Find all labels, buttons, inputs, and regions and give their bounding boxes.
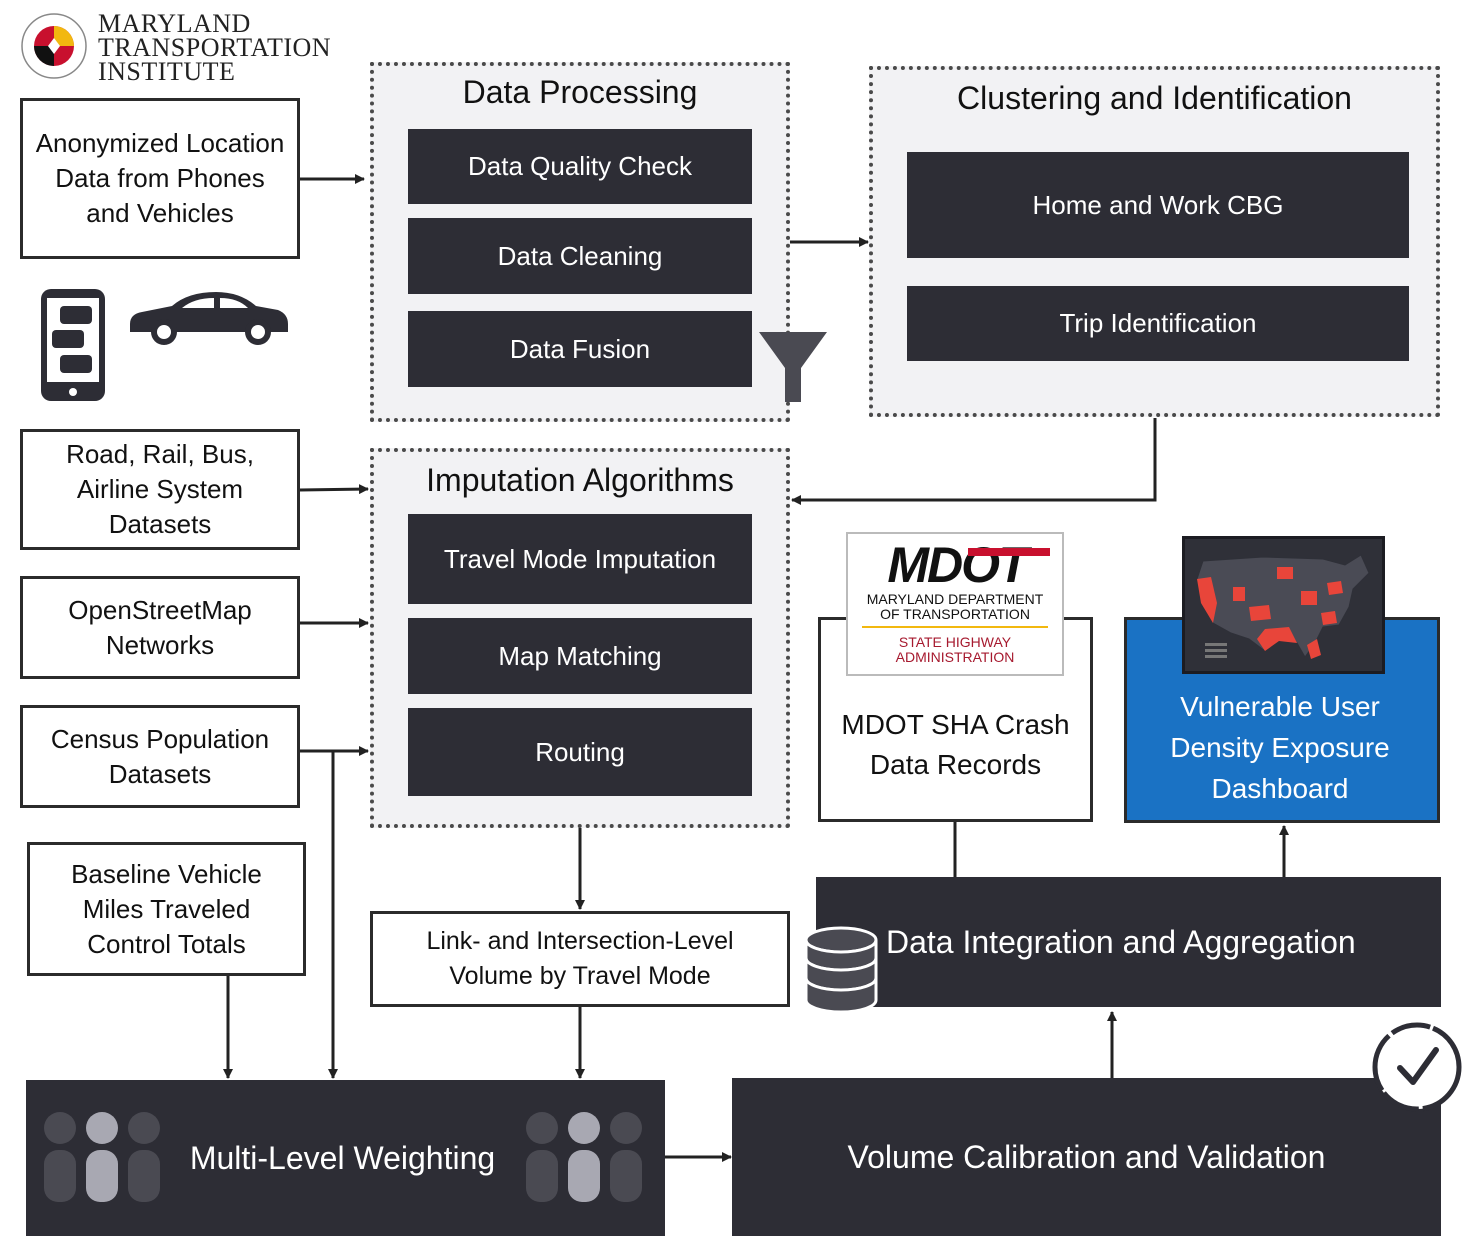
map-matching-label: Map Matching bbox=[498, 640, 662, 671]
logo-line-3: INSTITUTE bbox=[98, 57, 236, 86]
arrow-roadrail-to-imputation bbox=[299, 484, 369, 495]
location-data-box: Anonymized Location Data from Phones and… bbox=[20, 98, 300, 259]
mdot-logo-line-4: ADMINISTRATION bbox=[895, 649, 1015, 665]
phone-icon bbox=[41, 289, 105, 401]
data-cleaning-label: Data Cleaning bbox=[497, 240, 663, 271]
travel-mode-imputation-label: Travel Mode Imputation bbox=[443, 543, 717, 574]
home-work-cbg-label: Home and Work CBG bbox=[1032, 189, 1284, 220]
mdot-logo-divider bbox=[862, 626, 1048, 628]
car-icon bbox=[130, 292, 288, 345]
location-data-label: Anonymized Location Data from Phones and… bbox=[35, 128, 285, 228]
data-integration-label: Data Integration and Aggregation bbox=[886, 923, 1356, 960]
trip-identification-label: Trip Identification bbox=[1059, 308, 1257, 338]
imputation-title: Imputation Algorithms bbox=[426, 462, 734, 498]
osm-label: OpenStreetMap Networks bbox=[68, 594, 252, 660]
link-volume-box: Link- and Intersection-Level Volume by T… bbox=[370, 911, 790, 1007]
mdot-logo-line-3: STATE HIGHWAY bbox=[898, 634, 1012, 650]
osm-box: OpenStreetMap Networks bbox=[20, 576, 300, 679]
weighting-label: Multi-Level Weighting bbox=[189, 1139, 496, 1176]
census-box: Census Population Datasets bbox=[20, 705, 300, 808]
umd-seal-icon bbox=[21, 13, 87, 79]
mdot-crash-label: MDOT SHA Crash Data Records bbox=[841, 709, 1070, 780]
arrow-clustering-to-imputation bbox=[791, 418, 1157, 505]
mdot-logo-accent bbox=[968, 548, 1050, 556]
home-work-cbg-step: Home and Work CBG bbox=[907, 152, 1409, 258]
data-fusion-label: Data Fusion bbox=[509, 333, 651, 364]
mdot-logo-line-1: MARYLAND DEPARTMENT bbox=[866, 591, 1044, 607]
census-label: Census Population Datasets bbox=[50, 723, 270, 789]
dashboard-label: Vulnerable User Density Exposure Dashboa… bbox=[1170, 691, 1390, 804]
logo-line-1: MARYLAND bbox=[98, 9, 251, 38]
data-quality-check-label: Data Quality Check bbox=[468, 151, 692, 181]
road-rail-box: Road, Rail, Bus, Airline System Datasets bbox=[20, 429, 300, 550]
map-matching-step: Map Matching bbox=[408, 618, 752, 694]
data-processing-title: Data Processing bbox=[462, 74, 698, 110]
routing-step: Routing bbox=[408, 708, 752, 796]
logo-line-2: TRANSPORTATION bbox=[98, 33, 332, 62]
mdot-logo: MDOT MARYLAND DEPARTMENT OF TRANSPORTATI… bbox=[846, 532, 1064, 676]
funnel-icon bbox=[759, 332, 827, 402]
mdot-logo-letters: MDOT bbox=[887, 537, 1028, 593]
clustering-title: Clustering and Identification bbox=[957, 80, 1352, 116]
us-map-thumbnail bbox=[1182, 536, 1385, 674]
people-icon-left bbox=[44, 1112, 160, 1202]
travel-mode-imputation-step: Travel Mode Imputation bbox=[408, 514, 752, 604]
database-icon bbox=[804, 926, 878, 1014]
data-cleaning-step: Data Cleaning bbox=[408, 218, 752, 294]
link-volume-label: Link- and Intersection-Level Volume by T… bbox=[426, 927, 734, 990]
mti-logo: MARYLAND TRANSPORTATION INSTITUTE bbox=[20, 9, 350, 86]
trip-identification-step: Trip Identification bbox=[907, 286, 1409, 361]
data-integration-box: Data Integration and Aggregation bbox=[816, 877, 1441, 1007]
vmt-box: Baseline Vehicle Miles Traveled Control … bbox=[27, 842, 306, 976]
calibration-box: Volume Calibration and Validation bbox=[732, 1078, 1441, 1236]
routing-label: Routing bbox=[535, 736, 625, 767]
people-icon-right bbox=[526, 1112, 642, 1202]
road-rail-label: Road, Rail, Bus, Airline System Datasets bbox=[66, 439, 254, 539]
us-map-icon bbox=[1196, 554, 1370, 659]
data-quality-check-step: Data Quality Check bbox=[408, 129, 752, 204]
checkmark-icon bbox=[1372, 1022, 1462, 1112]
data-fusion-step: Data Fusion bbox=[408, 311, 752, 387]
vmt-label: Baseline Vehicle Miles Traveled Control … bbox=[71, 858, 262, 959]
mdot-logo-line-2: OF TRANSPORTATION bbox=[880, 606, 1030, 622]
calibration-label: Volume Calibration and Validation bbox=[847, 1138, 1326, 1175]
